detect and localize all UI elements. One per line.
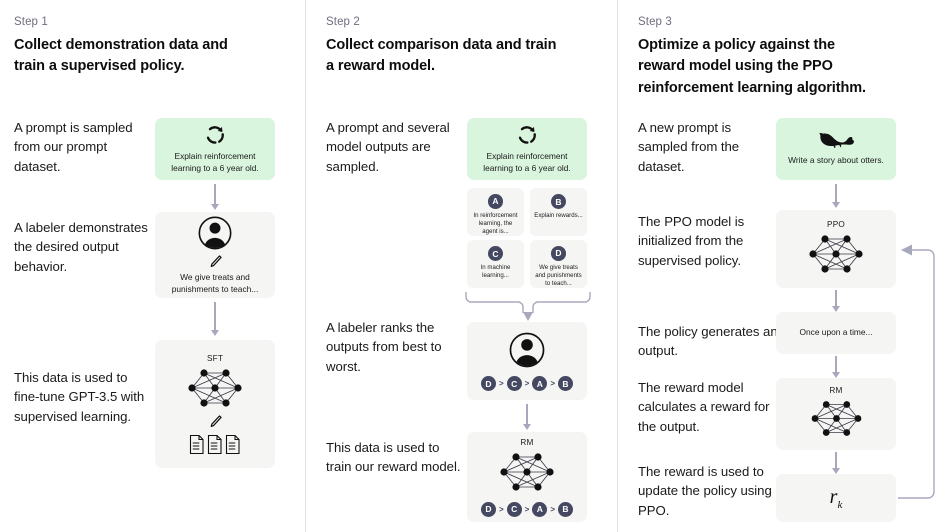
step-2-rm-box[interactable]: RM — [467, 432, 587, 522]
rank-badge-1: D — [480, 376, 496, 391]
step-3-prompt-caption: Write a story about otters. — [788, 155, 884, 166]
step-2-option-b[interactable]: B Explain rewards... — [530, 188, 587, 236]
step-1-labeler-caption: We give treats and punishments to teach.… — [171, 272, 259, 294]
step-1-column: Step 1 Collect demonstration data and tr… — [0, 0, 312, 532]
option-text-b: Explain rewards... — [534, 212, 583, 219]
pencil-icon — [208, 414, 223, 429]
neural-network-icon — [498, 449, 556, 495]
step-3-arrow-2 — [830, 290, 842, 312]
step-1-title: Collect demonstration data and train a s… — [14, 37, 228, 75]
step-1-paragraph-1: A prompt is sampled from our prompt data… — [14, 120, 133, 174]
step-3-output-box[interactable]: Once upon a time... — [776, 312, 896, 354]
rank-badge-1: D — [480, 501, 496, 517]
option-text-d: We give treats and punishments to teach.… — [535, 263, 582, 287]
rank-badge-2: C — [506, 501, 522, 517]
step-3-feedback-loop-arrow — [894, 240, 936, 508]
rank-sep-3: > — [550, 379, 555, 388]
step-2-rm-ranking: D > C > A > B — [480, 501, 573, 517]
step-3-paragraph-5: The reward is used to update the policy … — [638, 464, 772, 518]
step-3-prompt-box[interactable]: Write a story about otters. — [776, 118, 896, 180]
step-3-column: Step 3 Optimize a policy against the rew… — [624, 0, 936, 532]
step-2-title: Collect comparison data and train a rewa… — [326, 37, 557, 75]
step-2-labeler-box[interactable]: D > C > A > B — [467, 322, 587, 400]
column-divider-2 — [617, 0, 618, 532]
step-1-sft-box[interactable]: SFT — [155, 340, 275, 468]
neural-network-icon — [809, 397, 864, 440]
pencil-icon — [208, 254, 223, 269]
step-3-reward-box[interactable]: rk — [776, 474, 896, 522]
step-1-sft-title: SFT — [206, 353, 224, 363]
option-text-c: In machine learning... — [480, 264, 511, 280]
person-icon — [197, 215, 233, 251]
step-3-title: Optimize a policy against the reward mod… — [638, 37, 866, 96]
step-1-prompt-caption: Explain reinforcement learning to a 6 ye… — [171, 151, 259, 173]
step-3-ppo-title: PPO — [827, 219, 845, 229]
rank-sep-1: > — [498, 379, 504, 388]
neural-network-icon — [807, 231, 865, 277]
rank-badge-3: A — [532, 376, 548, 391]
refresh-icon — [516, 124, 538, 146]
rank-badge-3: A — [532, 501, 548, 517]
option-badge-d: D — [551, 246, 566, 261]
step-3-paragraph-4: The reward model calculates a reward for… — [638, 380, 770, 434]
step-2-prompt-caption: Explain reinforcement learning to a 6 ye… — [483, 151, 571, 173]
step-1-paragraph-3: This data is used to fine-tune GPT-3.5 w… — [14, 370, 145, 424]
reward-symbol: rk — [830, 486, 843, 511]
rank-sep-2: > — [524, 379, 530, 388]
step-2-label: Step 2 — [326, 16, 360, 28]
step-2-arrow-1 — [521, 404, 533, 430]
step-2-option-d[interactable]: D We give treats and punishments to teac… — [530, 240, 587, 288]
reward-symbol-subscript: k — [837, 498, 843, 511]
rank-sep-3: > — [550, 504, 555, 514]
step-2-paragraph-3: This data is used to train our reward mo… — [326, 440, 461, 475]
option-badge-c: C — [488, 246, 503, 261]
step-2-merge-brace — [462, 290, 594, 322]
step-1-prompt-box[interactable]: Explain reinforcement learning to a 6 ye… — [155, 118, 275, 180]
refresh-icon — [204, 124, 226, 146]
step-3-arrow-1 — [830, 184, 842, 208]
reward-symbol-base: r — [829, 485, 838, 508]
step-3-arrow-3 — [830, 356, 842, 378]
column-divider-1 — [305, 0, 306, 532]
rank-sep-1: > — [498, 504, 504, 514]
otter-icon — [818, 131, 854, 150]
rank-badge-4: B — [558, 501, 573, 517]
step-3-label: Step 3 — [638, 16, 672, 28]
step-3-rm-box[interactable]: RM — [776, 378, 896, 450]
rank-badge-4: B — [558, 376, 573, 391]
option-badge-a: A — [488, 194, 503, 209]
step-1-labeler-box[interactable]: We give treats and punishments to teach.… — [155, 212, 275, 298]
step-1-arrow-1 — [209, 184, 221, 210]
documents-icon — [188, 434, 242, 455]
option-badge-b: B — [551, 194, 566, 209]
step-1-paragraph-2: A labeler demonstrates the desired outpu… — [14, 220, 148, 274]
neural-network-icon — [186, 365, 244, 411]
step-2-rm-title: RM — [520, 437, 534, 447]
step-2-labeler-ranking: D > C > A > B — [480, 376, 573, 391]
rank-sep-2: > — [524, 504, 530, 514]
step-3-paragraph-2: The PPO model is initialized from the su… — [638, 214, 745, 268]
step-3-output-caption: Once upon a time... — [799, 327, 873, 338]
step-2-option-a[interactable]: A In reinforcement learning, the agent i… — [467, 188, 524, 236]
step-2-column: Step 2 Collect comparison data and train… — [312, 0, 624, 532]
step-2-paragraph-1: A prompt and several model outputs are s… — [326, 120, 450, 174]
person-icon — [508, 331, 546, 369]
step-1-label: Step 1 — [14, 16, 48, 28]
step-3-paragraph-3: The policy generates an output. — [638, 324, 778, 359]
step-1-arrow-2 — [209, 302, 221, 336]
step-2-option-c[interactable]: C In machine learning... — [467, 240, 524, 288]
rank-badge-2: C — [506, 376, 522, 391]
step-2-paragraph-2: A labeler ranks the outputs from best to… — [326, 320, 442, 374]
step-3-arrow-4 — [830, 452, 842, 474]
step-2-prompt-box[interactable]: Explain reinforcement learning to a 6 ye… — [467, 118, 587, 180]
step-3-rm-title: RM — [829, 386, 843, 395]
step-3-paragraph-1: A new prompt is sampled from the dataset… — [638, 120, 740, 174]
step-3-ppo-box[interactable]: PPO — [776, 210, 896, 288]
option-text-a: In reinforcement learning, the agent is.… — [473, 211, 518, 235]
